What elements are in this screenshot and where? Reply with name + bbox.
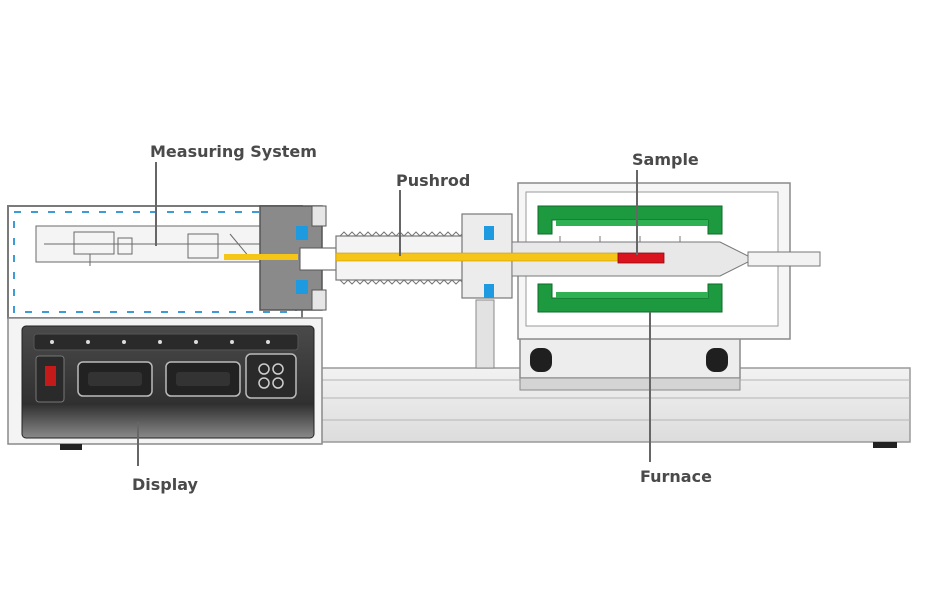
label-pushrod: Pushrod <box>396 171 470 190</box>
label-sample: Sample <box>632 150 699 169</box>
label-furnace: Furnace <box>640 467 712 486</box>
furnace-carriage <box>475 299 741 391</box>
measuring-housing <box>7 205 303 319</box>
label-display: Display <box>132 475 199 494</box>
callout-lines <box>137 162 651 466</box>
label-measuring-system: Measuring System <box>150 142 317 161</box>
sample <box>617 252 665 264</box>
pushrod <box>224 252 619 262</box>
display-unit <box>7 317 323 450</box>
